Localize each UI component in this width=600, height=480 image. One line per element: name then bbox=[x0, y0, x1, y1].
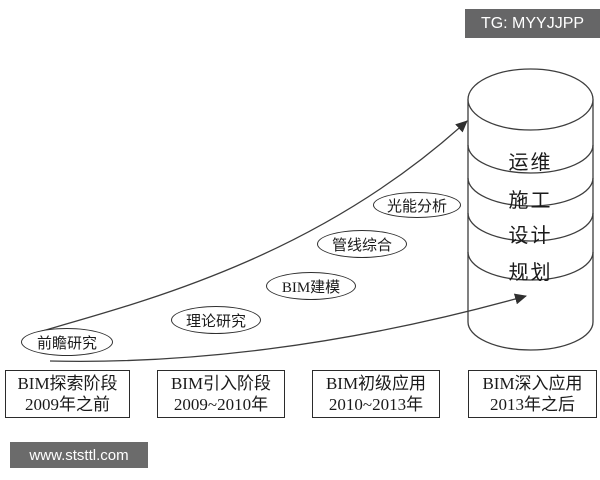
site-watermark: www.ststtl.com bbox=[10, 442, 148, 468]
milestone-bubble-prospective-research: 前瞻研究 bbox=[21, 328, 113, 356]
stage-box-introduction: BIM引入阶段 2009~2010年 bbox=[157, 370, 285, 418]
milestone-bubble-bim-modeling: BIM建模 bbox=[266, 272, 356, 300]
cylinder-layer-planning: 规划 bbox=[508, 262, 553, 284]
stage-box-primary-application: BIM初级应用 2010~2013年 bbox=[312, 370, 440, 418]
cylinder-separator-3 bbox=[467, 212, 594, 242]
lower-growth-arrow bbox=[49, 293, 527, 362]
stage-name: BIM深入应用 bbox=[482, 374, 583, 393]
cylinder-layer-design: 设计 bbox=[508, 225, 553, 247]
stage-name: BIM初级应用 bbox=[325, 374, 427, 393]
database-cylinder bbox=[467, 68, 594, 351]
stage-box-deep-application: BIM深入应用 2013年之后 bbox=[468, 370, 597, 418]
stage-period: 2009~2010年 bbox=[173, 395, 269, 414]
cylinder-separator-1 bbox=[467, 144, 594, 174]
cylinder-separator-4 bbox=[467, 251, 594, 281]
cylinder-layer-operations: 运维 bbox=[508, 152, 553, 174]
tg-badge: TG: MYYJJPP bbox=[465, 9, 600, 38]
stage-period: 2010~2013年 bbox=[328, 395, 424, 414]
milestone-bubble-theoretical-research: 理论研究 bbox=[171, 306, 261, 334]
stage-period: 2013年之后 bbox=[490, 395, 575, 414]
milestone-bubble-pipeline-integration: 管线综合 bbox=[317, 230, 407, 258]
cylinder-top bbox=[467, 68, 594, 131]
upper-growth-arrow bbox=[41, 120, 468, 332]
stage-box-exploration: BIM探索阶段 2009年之前 bbox=[5, 370, 130, 418]
stage-name: BIM探索阶段 bbox=[17, 374, 118, 393]
cylinder-body bbox=[467, 99, 594, 351]
cylinder-separator-2 bbox=[467, 177, 594, 207]
stage-name: BIM引入阶段 bbox=[170, 374, 272, 393]
stage-period: 2009年之前 bbox=[25, 395, 110, 414]
cylinder-layer-construction: 施工 bbox=[508, 190, 553, 212]
milestone-bubble-light-analysis: 光能分析 bbox=[373, 192, 461, 218]
